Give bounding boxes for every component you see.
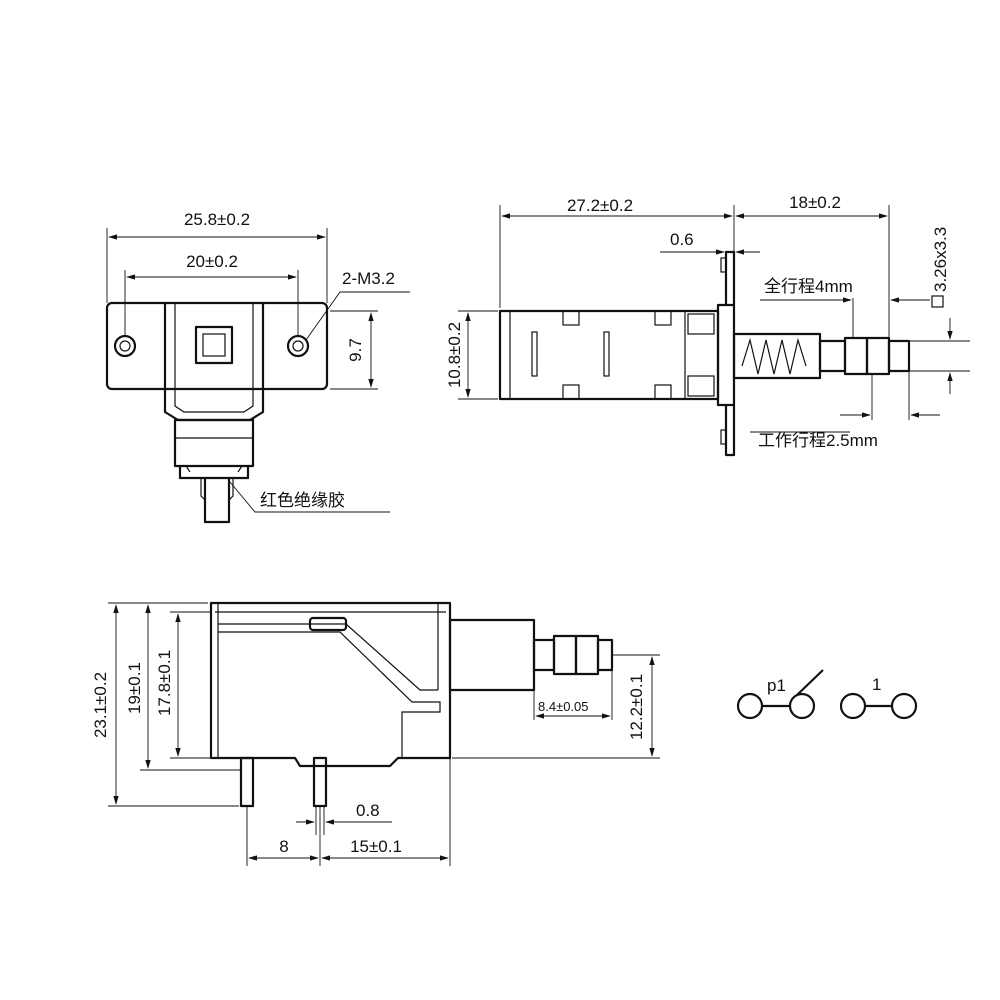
- schematic-label-1: 1: [872, 675, 881, 694]
- mounting-hole-left: [113, 334, 137, 358]
- plunger-segment-1: [843, 336, 869, 376]
- hole-leader-line: [305, 291, 410, 341]
- front-housing-inner: [174, 303, 254, 413]
- pin-left: [239, 756, 255, 808]
- bracket-thickness-label: 0.6: [670, 230, 694, 249]
- front-housing: [163, 303, 265, 422]
- bottom-plunger-seg-1: [552, 634, 578, 676]
- body-length-label: 27.2±0.2: [567, 196, 633, 215]
- mounting-hole-right: [286, 334, 310, 358]
- height2-label: 19±0.1: [125, 662, 144, 714]
- mounting-hole-right-inner: [292, 340, 304, 352]
- working-travel-label: 工作行程2.5mm: [758, 431, 878, 450]
- front-hole-spacing-label: 20±0.2: [186, 252, 238, 271]
- terminal-1-left: [839, 692, 867, 720]
- plunger-tip: [887, 339, 911, 373]
- height3-label: 17.8±0.1: [155, 650, 174, 716]
- side-view: 27.2±0.2 18±0.2 0.6 3.26x3.3 全行程4mm 工作行程…: [445, 193, 970, 457]
- front-height-label: 9.7: [346, 338, 365, 362]
- plunger-dia-label: 8.4±0.05: [538, 699, 589, 714]
- total-height-label: 23.1±0.2: [91, 672, 110, 738]
- front-width-label: 25.8±0.2: [184, 210, 250, 229]
- hole-callout-label: 2-M3.2: [342, 269, 395, 288]
- plunger-square-outer: [194, 325, 234, 365]
- side-bracket: [716, 303, 736, 407]
- front-lower-body: [173, 418, 255, 468]
- terminal-p1-right: [788, 692, 816, 720]
- plunger-length-label: 18±0.2: [789, 193, 841, 212]
- plunger-height-label: 12.2±0.1: [627, 674, 646, 740]
- front-terminal-pin: [203, 478, 231, 524]
- plunger-neck: [818, 339, 847, 373]
- top-slot: [308, 616, 348, 632]
- bottom-plunger-housing: [448, 618, 536, 692]
- full-travel-label: 全行程4mm: [764, 277, 853, 296]
- mounting-plate: [105, 301, 329, 391]
- bottom-plunger-neck: [532, 638, 556, 672]
- bottom-view: 23.1±0.2 19±0.1 17.8±0.1 8.4±0.05 12.2±0…: [91, 601, 660, 866]
- plunger-segment-2: [865, 336, 891, 376]
- pin-width-label: 0.8: [356, 801, 380, 820]
- switch-lever: [796, 669, 824, 696]
- spring-housing: [732, 332, 822, 380]
- front-view: 25.8±0.2 20±0.2 2-M3.2 9.7 红色绝缘胶: [105, 210, 410, 524]
- bottom-plunger-seg-2: [574, 634, 600, 676]
- bracket-bottom-tab: [724, 405, 736, 457]
- schematic-label-p1: p1: [767, 676, 786, 695]
- terminal-1-right: [890, 692, 918, 720]
- bracket-top-tab: [724, 250, 736, 305]
- spring: [741, 337, 807, 375]
- mounting-hole-left-inner: [119, 340, 131, 352]
- body-height-label: 10.8±0.2: [445, 322, 464, 388]
- bottom-plunger-tip: [596, 638, 614, 672]
- plunger-square-label: 3.26x3.3: [931, 227, 950, 292]
- front-terminal-bracket: [178, 466, 250, 480]
- insulation-note-label: 红色绝缘胶: [260, 491, 345, 510]
- pin-offset-label: 8: [279, 837, 288, 856]
- terminal-p1-left: [736, 692, 764, 720]
- insulation-leader-line: [229, 481, 390, 513]
- switch-schematic: p1 1: [736, 669, 918, 720]
- plunger-square-inner: [202, 333, 226, 357]
- internal-profile: [218, 631, 441, 758]
- pin-spacing-label: 15±0.1: [350, 837, 402, 856]
- square-symbol: [931, 295, 944, 308]
